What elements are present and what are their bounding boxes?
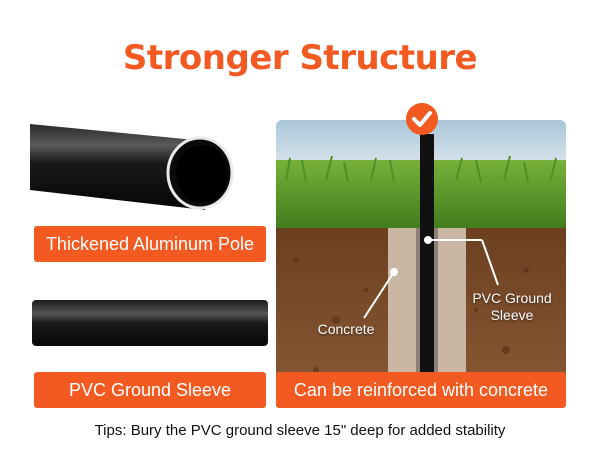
aluminum-pole-image xyxy=(30,118,270,218)
checkmark-badge-icon xyxy=(405,102,439,136)
aluminum-pole-label: Thickened Aluminum Pole xyxy=(34,226,266,262)
page-title: Stronger Structure xyxy=(122,38,478,78)
pvc-sleeve-scene-label-line2: Sleeve xyxy=(490,307,534,323)
ground-installation-illustration: Concrete PVC Ground Sleeve xyxy=(276,120,566,404)
pvc-sleeve-scene-label-line1: PVC Ground xyxy=(472,290,552,306)
pvc-sleeve-label: PVC Ground Sleeve xyxy=(34,372,266,408)
tips-text: Tips: Bury the PVC ground sleeve 15" dee… xyxy=(94,422,506,439)
pvc-sleeve-image xyxy=(30,298,270,350)
pvc-sleeve-scene-label: PVC Ground Sleeve xyxy=(462,290,562,324)
concrete-caption: Can be reinforced with concrete xyxy=(276,372,566,408)
concrete-label: Concrete xyxy=(317,321,375,337)
